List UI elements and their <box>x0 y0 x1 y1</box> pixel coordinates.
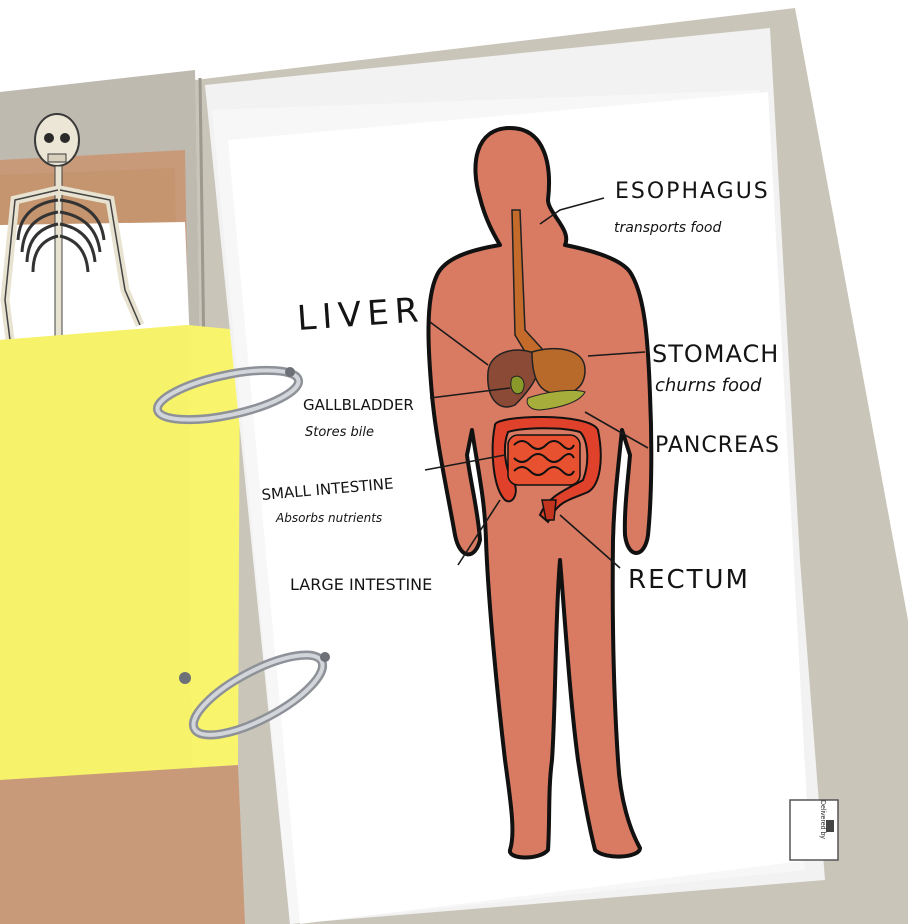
small-intestine-organ <box>508 435 580 485</box>
delivered-sticker: Delivered by <box>790 800 838 860</box>
label-rectum: RECTUM <box>628 565 750 595</box>
label-stomach: STOMACH <box>652 340 779 368</box>
label-esophagus: ESOPHAGUS <box>615 179 770 204</box>
label-large-intestine: LARGE INTESTINE <box>290 575 432 594</box>
note-gallbladder: Stores bile <box>305 425 374 440</box>
note-stomach: churns food <box>655 375 762 396</box>
label-gallbladder: GALLBLADDER <box>303 396 414 414</box>
note-esophagus: transports food <box>614 220 721 236</box>
gallbladder-organ <box>511 376 524 394</box>
note-small-intestine: Absorbs nutrients <box>275 511 382 525</box>
sticker-text: Delivered by <box>819 800 826 839</box>
label-pancreas: PANCREAS <box>655 433 780 458</box>
